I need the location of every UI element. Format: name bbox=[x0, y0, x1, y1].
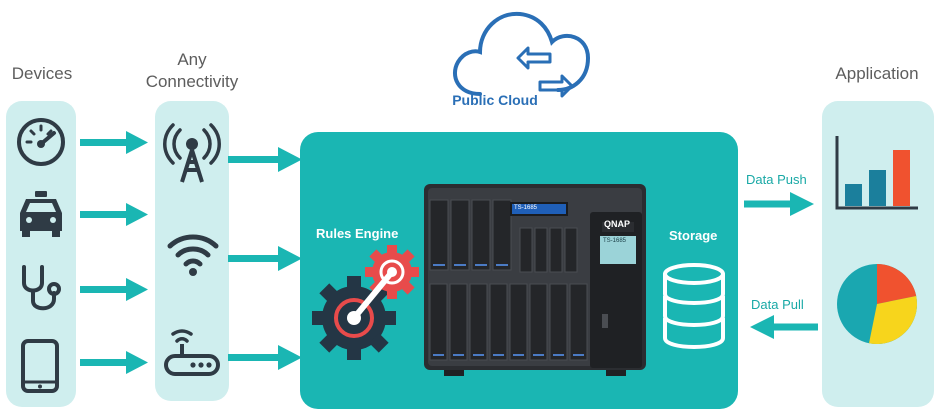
public-cloud-label: Public Cloud bbox=[452, 92, 538, 108]
router-icon bbox=[163, 328, 221, 378]
nas-model-screen: TS-1685 bbox=[603, 238, 627, 244]
data-pull-label: Data Pull bbox=[751, 297, 804, 312]
bar-chart-icon bbox=[832, 134, 922, 212]
connectivity-arrows bbox=[228, 147, 302, 370]
data-push-label: Data Push bbox=[746, 172, 807, 187]
pie-chart-icon bbox=[835, 262, 919, 346]
data-pull-arrow bbox=[750, 315, 818, 339]
speedometer-icon bbox=[14, 115, 68, 169]
devices-title: Devices bbox=[11, 64, 73, 83]
rules-engine-label: Rules Engine bbox=[316, 226, 399, 241]
device-arrows bbox=[80, 131, 148, 374]
storage-label: Storage bbox=[669, 228, 718, 243]
database-icon bbox=[660, 262, 728, 352]
nas-device bbox=[424, 184, 646, 376]
public-cloud bbox=[440, 2, 600, 116]
cell-tower-icon bbox=[162, 120, 222, 186]
stethoscope-icon bbox=[14, 263, 68, 317]
car-icon bbox=[14, 187, 68, 239]
wifi-icon bbox=[166, 232, 220, 278]
nas-model-lcd: TS-1685 bbox=[514, 205, 538, 211]
connectivity-title: Any Connectivity bbox=[145, 50, 239, 91]
tablet-icon bbox=[20, 338, 60, 394]
application-title: Application bbox=[835, 64, 919, 83]
nas-brand: QNAP bbox=[604, 219, 631, 229]
application-panel bbox=[822, 101, 934, 407]
data-push-arrow bbox=[744, 192, 814, 216]
devices-panel bbox=[6, 101, 76, 407]
gears-icon bbox=[306, 238, 422, 368]
cloud-icon bbox=[452, 11, 591, 98]
